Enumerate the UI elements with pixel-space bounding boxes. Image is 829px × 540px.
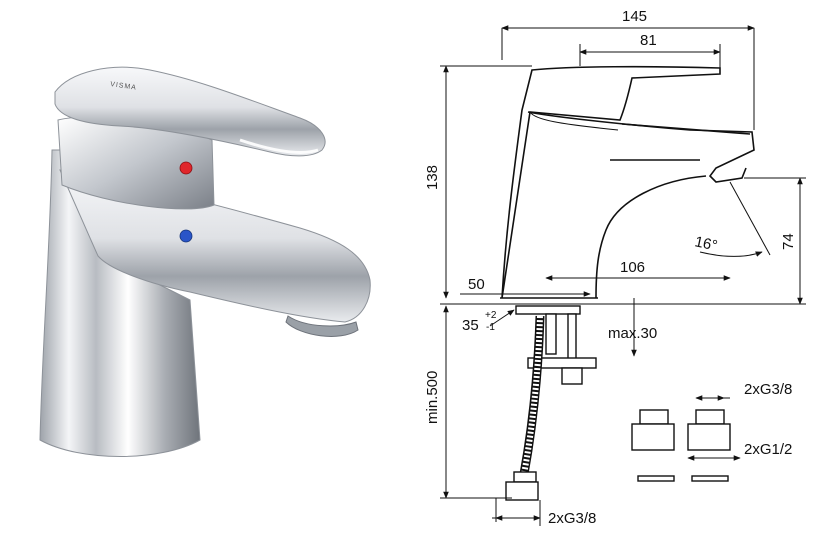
drawing-adapter-right xyxy=(687,409,731,451)
conn-adapter-top-label: 2xG3/8 xyxy=(744,381,792,398)
conn-hose-label: 2xG3/8 xyxy=(548,510,596,527)
dim-max-thickness: max.30 xyxy=(608,325,657,342)
drawing-base-plate xyxy=(515,305,581,315)
faucet-handle xyxy=(54,66,326,157)
brand-logo: VISMA xyxy=(110,81,138,92)
dim-spout-height: 74 xyxy=(780,233,797,250)
hot-indicator xyxy=(179,161,193,175)
drawing-faucet-outline xyxy=(501,65,721,299)
dim-total-width: 145 xyxy=(622,8,647,25)
drawing-washer-right xyxy=(691,475,729,482)
dim-height: 138 xyxy=(424,165,441,190)
dim-base-tol-plus: +2 xyxy=(485,310,497,321)
dim-base-offset: 50 xyxy=(468,276,485,293)
drawing-washer-left xyxy=(637,475,675,482)
dim-hose-length: min.500 xyxy=(424,371,441,424)
cold-indicator xyxy=(179,229,193,243)
faucet-aerator xyxy=(285,315,359,337)
drawing-adapter-left xyxy=(631,409,675,451)
technical-drawing: 145 81 138 74 106 50 16° 35 +2 -1 max.30 xyxy=(424,8,806,527)
dim-base-height: 35 xyxy=(462,317,479,334)
drawing-hose xyxy=(505,315,545,501)
faucet-photo: VISMA xyxy=(39,66,371,457)
conn-adapter-bottom-label: 2xG1/2 xyxy=(744,441,792,458)
dim-base-tol-minus: -1 xyxy=(486,322,495,333)
dim-handle-width: 81 xyxy=(640,32,657,49)
dim-spout-reach: 106 xyxy=(620,259,645,276)
dim-angle: 16° xyxy=(693,233,719,254)
